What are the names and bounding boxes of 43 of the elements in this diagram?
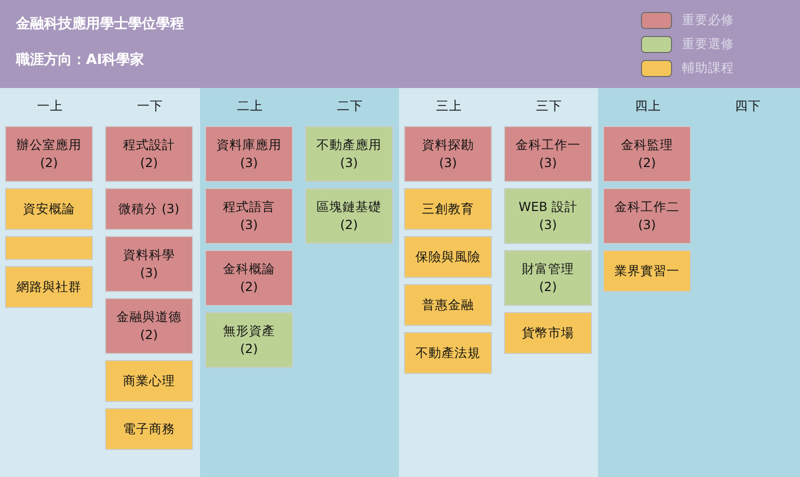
semester-heading: 二下 — [336, 98, 364, 115]
course-box: 無形資產 (2) — [205, 312, 293, 368]
semester-heading: 三上 — [435, 98, 463, 115]
course-box: 微積分 (3) — [105, 188, 193, 230]
semester-heading: 一上 — [36, 98, 64, 115]
year-band — [598, 88, 800, 477]
semester-heading: 四下 — [734, 98, 762, 115]
course-box: 資料庫應用 (3) — [205, 126, 293, 182]
title: 金融科技應用學士學位學程 — [16, 15, 184, 33]
course-box — [5, 236, 93, 260]
course-box: 不動產應用 (3) — [305, 126, 393, 182]
course-box: 網路與社群 — [5, 266, 93, 308]
course-box: 商業心理 — [105, 360, 193, 402]
year-band — [200, 88, 399, 477]
subtitle: 職涯方向：AI科學家 — [16, 51, 144, 69]
course-box: 資料科學 (3) — [105, 236, 193, 292]
course-box: 程式語言 (3) — [205, 188, 293, 244]
legend-label: 輔助課程 — [682, 59, 734, 77]
course-box: 保險與風險 — [404, 236, 492, 278]
course-box: 資料探勘 (3) — [404, 126, 492, 182]
legend-label: 重要選修 — [682, 35, 734, 53]
course-box: 區塊鏈基礎 (2) — [305, 188, 393, 244]
course-box: 電子商務 — [105, 408, 193, 450]
course-box: 金科工作二 (3) — [603, 188, 691, 244]
semester-heading: 二上 — [236, 98, 264, 115]
legend-label: 重要必修 — [682, 11, 734, 29]
course-box: 金科概論 (2) — [205, 250, 293, 306]
course-box: WEB 設計 (3) — [504, 188, 592, 244]
semester-heading: 四上 — [634, 98, 662, 115]
course-box: 業界實習一 — [603, 250, 691, 292]
course-box: 辦公室應用 (2) — [5, 126, 93, 182]
course-box: 資安概論 — [5, 188, 93, 230]
course-box: 普惠金融 — [404, 284, 492, 326]
course-box: 金科工作一 (3) — [504, 126, 592, 182]
semester-heading: 三下 — [535, 98, 563, 115]
course-box: 金科監理 (2) — [603, 126, 691, 182]
course-box: 金融與道德 (2) — [105, 298, 193, 354]
course-box: 程式設計 (2) — [105, 126, 193, 182]
course-box: 貨幣市場 — [504, 312, 592, 354]
semester-heading: 一下 — [136, 98, 164, 115]
course-box: 不動產法規 — [404, 332, 492, 374]
course-box: 三創教育 — [404, 188, 492, 230]
course-box: 財富管理 (2) — [504, 250, 592, 306]
